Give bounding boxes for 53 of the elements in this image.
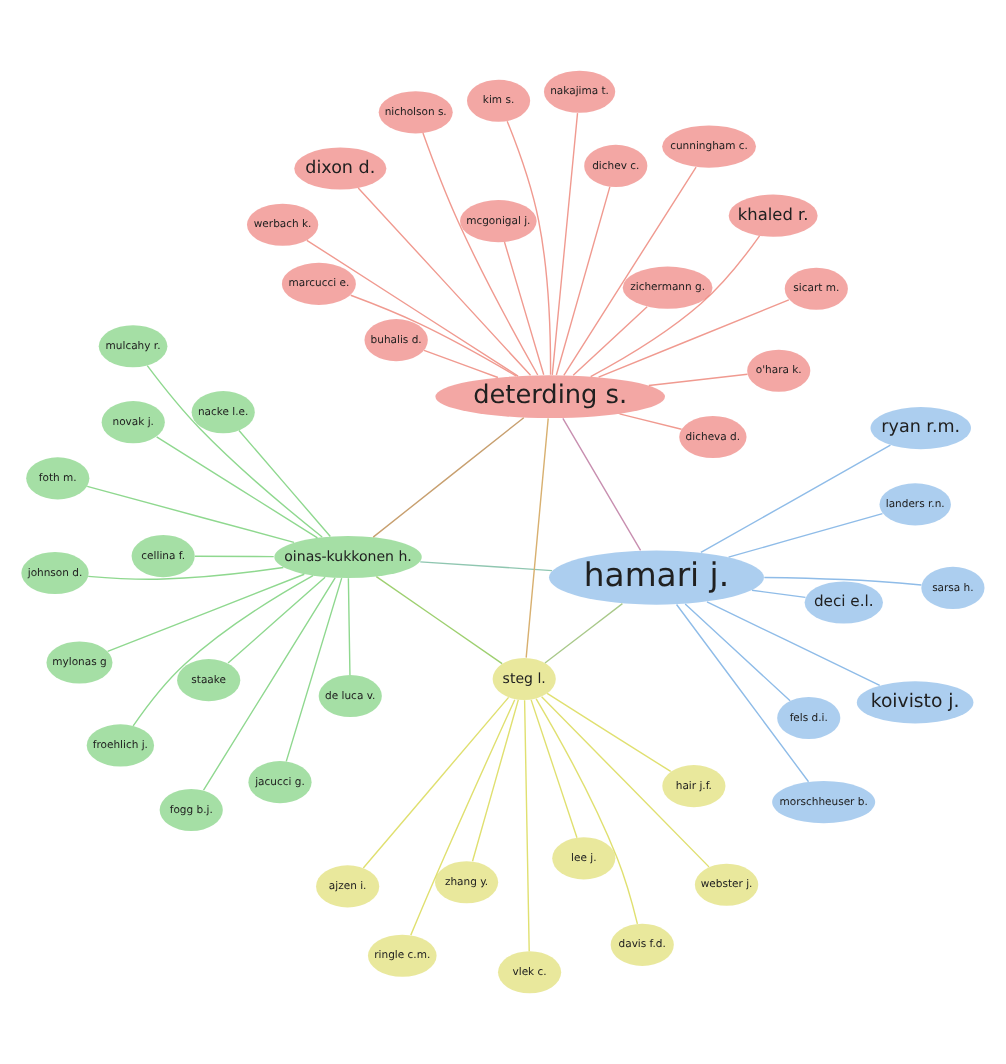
connector: [350, 294, 517, 377]
connector: [375, 575, 503, 665]
connector: [700, 444, 892, 554]
connector: [410, 699, 516, 936]
connector: [87, 566, 284, 580]
connector: [589, 235, 761, 378]
connector: [362, 696, 510, 869]
connector: [562, 417, 642, 552]
connector: [551, 112, 579, 376]
connector: [597, 299, 790, 378]
connector: [86, 485, 295, 544]
connector: [132, 574, 314, 727]
connector: [372, 417, 525, 538]
node-ellipse: dixon d.: [294, 147, 387, 190]
node-ellipse: ryan r.m.: [870, 407, 971, 450]
connector: [530, 699, 578, 839]
connector: [563, 166, 697, 376]
node-ellipse: deterding s.: [435, 375, 665, 419]
connector: [146, 364, 323, 538]
connector: [155, 436, 319, 539]
connector: [535, 698, 639, 925]
connector: [347, 577, 351, 676]
connector: [202, 577, 336, 791]
connector: [706, 601, 881, 686]
connector: [503, 241, 545, 376]
connector: [306, 239, 519, 377]
connector: [525, 417, 549, 659]
connector: [523, 699, 530, 952]
connector: [423, 349, 499, 379]
connector: [506, 120, 552, 376]
connector: [107, 573, 305, 653]
node-ellipse: koivisto j.: [856, 681, 974, 724]
connector: [684, 603, 791, 702]
connector: [419, 561, 553, 572]
node-ellipse: hamari j.: [549, 550, 764, 605]
connector: [555, 186, 611, 376]
connector: [357, 187, 532, 377]
connector: [572, 305, 648, 377]
connector: [194, 555, 275, 558]
connector: [544, 602, 624, 664]
connector: [285, 577, 343, 763]
connector: [238, 429, 332, 538]
connector: [471, 699, 519, 862]
node-ellipse: khaled r.: [728, 194, 818, 237]
connector: [546, 692, 672, 773]
connector: [727, 512, 884, 558]
connector: [227, 576, 326, 664]
connector: [675, 603, 810, 783]
connector: [618, 413, 683, 430]
connector: [763, 576, 923, 586]
connector: [540, 695, 710, 868]
connector: [751, 589, 807, 599]
connector: [648, 373, 749, 387]
